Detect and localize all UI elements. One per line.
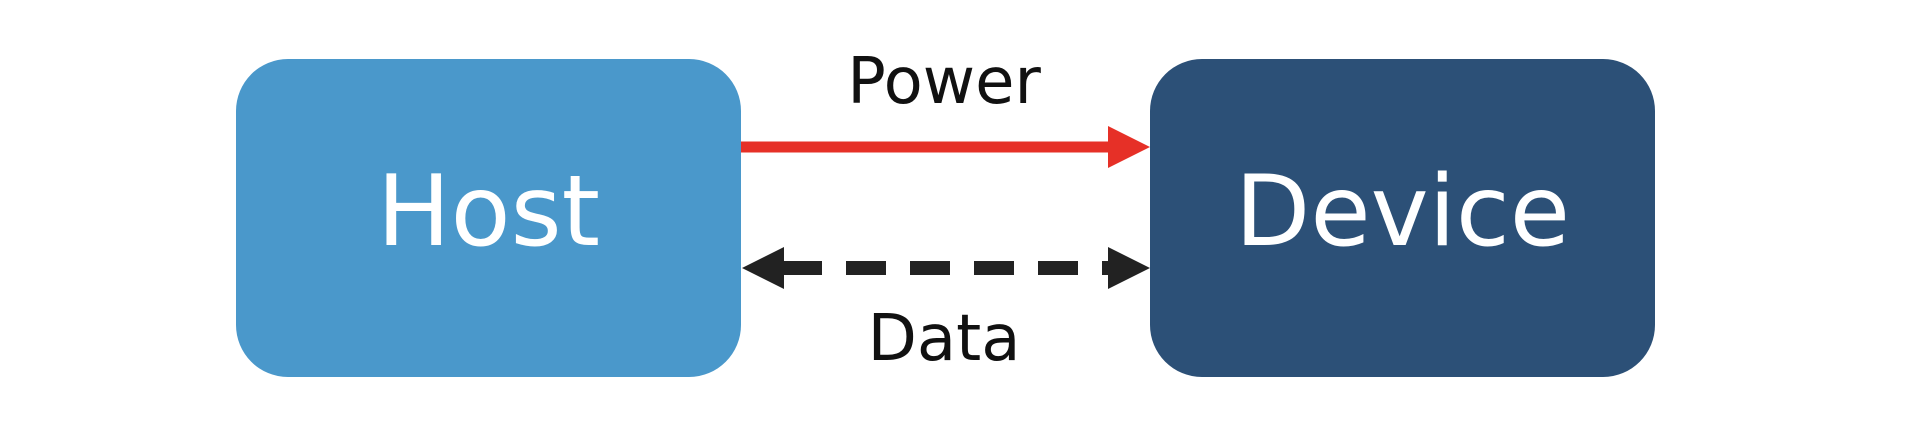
device-node: Device bbox=[1150, 59, 1655, 377]
power-arrow bbox=[741, 126, 1150, 168]
data-arrow-head-right bbox=[1108, 247, 1150, 289]
data-label: Data bbox=[867, 302, 1021, 376]
host-node: Host bbox=[236, 59, 741, 377]
host-label: Host bbox=[376, 155, 601, 269]
data-arrow-head-left bbox=[742, 247, 784, 289]
power-arrow-head bbox=[1108, 126, 1150, 168]
power-label: Power bbox=[847, 45, 1041, 119]
device-label: Device bbox=[1234, 155, 1571, 269]
data-arrow bbox=[742, 247, 1150, 289]
